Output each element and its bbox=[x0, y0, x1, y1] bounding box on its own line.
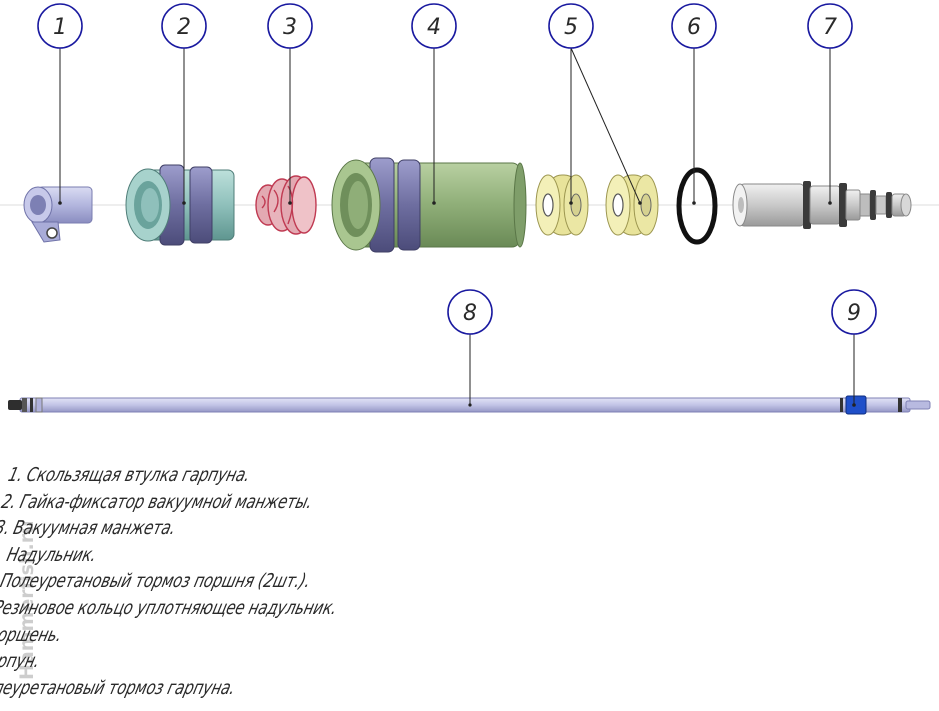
callout-2: 2 bbox=[161, 3, 207, 49]
leader-lines bbox=[59, 47, 855, 405]
legend-item: 9. Полеуретановый тормоз гарпуна. bbox=[0, 676, 238, 699]
callout-9-label: 9 bbox=[847, 301, 861, 326]
callout-1: 1 bbox=[37, 3, 83, 49]
leader-dots bbox=[58, 201, 856, 407]
parts-legend: 1. Скользящая втулка гарпуна. 2. Гайка-ф… bbox=[0, 462, 480, 701]
part-3-vacuum-cuff bbox=[255, 175, 317, 235]
callout-2-label: 2 bbox=[177, 15, 191, 40]
part-2-nut-lock bbox=[125, 164, 235, 246]
callout-5-label: 5 bbox=[564, 15, 578, 40]
callout-7-label: 7 bbox=[823, 15, 837, 40]
part-7-piston bbox=[732, 181, 912, 229]
legend-item: 5. Полеуретановый тормоз поршня (2шт.). bbox=[0, 570, 313, 593]
callout-9: 9 bbox=[831, 289, 877, 335]
part-6-rubber-ring bbox=[676, 167, 718, 245]
callout-5: 5 bbox=[548, 3, 594, 49]
callout-4: 4 bbox=[411, 3, 457, 49]
callout-7: 7 bbox=[807, 3, 853, 49]
legend-item: 4. Надульник. bbox=[0, 543, 99, 566]
callout-3-label: 3 bbox=[283, 15, 297, 40]
part-9-harpoon-brake bbox=[845, 395, 867, 415]
callout-3: 3 bbox=[267, 3, 313, 49]
callout-4-label: 4 bbox=[427, 15, 441, 40]
piston-brake-a bbox=[535, 174, 589, 236]
part-8-harpoon bbox=[8, 397, 931, 413]
callout-6-label: 6 bbox=[687, 15, 701, 40]
part-5-piston-brakes bbox=[535, 174, 659, 236]
callout-6: 6 bbox=[671, 3, 717, 49]
part-1-sliding-sleeve bbox=[23, 186, 93, 243]
callout-8-label: 8 bbox=[463, 301, 477, 326]
callout-8: 8 bbox=[447, 289, 493, 335]
legend-item: 3. Вакуумная манжета. bbox=[0, 517, 178, 540]
legend-item: 1. Скользящая втулка гарпуна. bbox=[6, 464, 253, 486]
legend-item: 7. Поршень. bbox=[0, 623, 65, 646]
piston-brake-b bbox=[605, 174, 659, 236]
part-4-muzzle bbox=[331, 157, 527, 253]
legend-item: 6. Резиновое кольцо уплотняющее надульни… bbox=[0, 596, 340, 619]
callout-1-label: 1 bbox=[53, 15, 67, 40]
legend-item: 2. Гайка-фиксатор вакуумной манжеты. bbox=[0, 490, 315, 513]
legend-item: 8. Гарпун. bbox=[0, 650, 42, 673]
